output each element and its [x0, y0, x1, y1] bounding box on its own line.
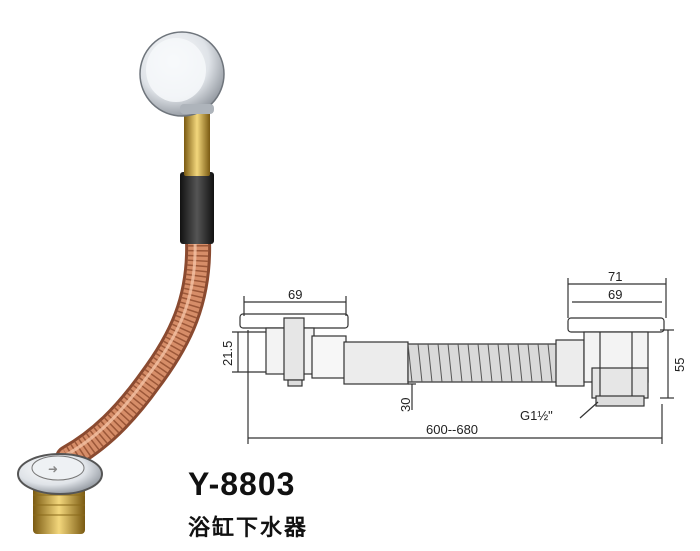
chrome-knob-face	[146, 38, 206, 102]
product-model: Y-8803	[188, 466, 296, 502]
technical-drawing	[232, 278, 674, 444]
drain-top-plate	[567, 317, 665, 333]
label-pipe-diameter: 30	[398, 398, 413, 412]
copper-hose-ribs	[62, 239, 209, 467]
drawing-hose	[407, 343, 559, 383]
label-total-length: 600--680	[426, 422, 478, 437]
overflow-elbow	[311, 335, 347, 379]
dimension-drain-outer	[567, 278, 667, 318]
dimension-labels: 69 21.5 30 600--680 71 69 55 G1½"	[220, 269, 687, 437]
brass-rod	[184, 108, 210, 176]
dimension-drain-height	[660, 329, 674, 399]
dimension-thread-leader	[579, 401, 599, 419]
label-drain-height: 55	[672, 358, 687, 372]
label-drain-outer: 71	[608, 269, 622, 284]
drain-thread-section	[595, 395, 645, 407]
chrome-knob-collar	[180, 104, 214, 114]
product-name: 浴缸下水器	[188, 516, 309, 541]
label-thread: G1½"	[520, 408, 553, 423]
dimension-total-length	[247, 330, 663, 444]
overflow-stem	[287, 379, 303, 387]
drain-tee	[591, 367, 649, 399]
drain-coupling	[555, 339, 585, 387]
rubber-sleeve	[180, 172, 214, 244]
label-overflow-offset: 21.5	[220, 341, 235, 366]
label-overflow-width: 69	[288, 287, 302, 302]
drain-cap	[31, 455, 85, 481]
overflow-coupling	[343, 341, 409, 385]
product-photo: ➜	[17, 31, 225, 534]
dimension-overflow-offset	[232, 331, 266, 373]
label-drain-inner: 69	[608, 287, 622, 302]
dimension-overflow-width	[243, 296, 347, 316]
copper-hose-highlight	[65, 239, 197, 457]
drain-cap-arrow-icon: ➜	[48, 462, 58, 476]
overflow-nut	[283, 317, 305, 381]
dimension-pipe-diameter	[408, 383, 416, 410]
